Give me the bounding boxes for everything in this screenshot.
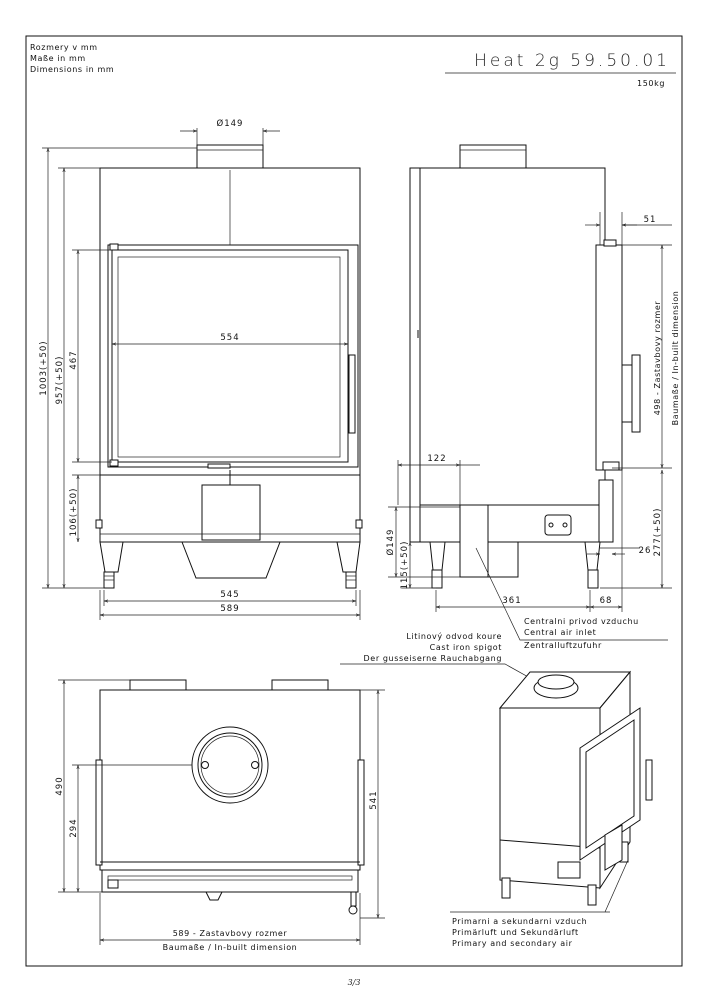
dim-leg-spacing: 361 [502,596,521,606]
front-flue-collar [196,144,264,169]
dim-top-depth: 490 [55,776,65,795]
air-inlet-en: Central air inlet [524,628,596,637]
side-leg-front [584,541,601,571]
drawing-frame [25,35,683,967]
dim-top-built-in-en: Baumaße / In-built dimension [163,943,298,952]
front-leg-left [99,541,124,573]
side-door [595,244,623,471]
top-view [95,679,365,915]
top-door-edge [101,869,359,893]
isometric-view [450,670,653,913]
top-dimensions: 490 294 541 589 - Zastavbovy rozmer Baum… [55,679,385,952]
front-air-box [201,484,261,541]
front-door-frame [107,244,359,468]
front-door-handle [348,354,356,434]
primary-air-en: Primary and secondary air [452,939,573,948]
units-line-en: Dimensions in mm [30,65,114,74]
dim-flue-position: 294 [69,818,79,837]
dim-built-in-height-en: Baumaße / In-built dimension [671,291,680,426]
side-dimensions: 51 498 - Zastavbovy rozmer Baumaße / In-… [385,212,680,641]
side-rating-plate [544,514,572,536]
page-number: 3/3 [348,978,361,987]
dim-built-in-height-cz: 498 - Zastavbovy rozmer [653,301,662,416]
spigot-cz: Litinový odvod koure [406,632,502,641]
front-leg-right [336,541,361,573]
front-dimensions: Ø149 1003(+50) 957(+50) 467 106(+50) 554… [39,118,361,620]
dim-top-total-depth: 541 [369,790,379,809]
units-note: Rozmery v mm Maße in mm Dimensions in mm [30,43,114,74]
front-glass [111,249,349,463]
dim-door-depth: 51 [644,215,657,225]
air-inlet-cz: Centralni privod vzduchu [524,617,639,626]
dim-inlet-height: 115(+50) [400,541,410,590]
dim-total-height: 1003(+50) [39,340,49,395]
dim-inlet-diameter: Ø149 [385,529,396,556]
dim-outer-width: 589 [220,604,239,614]
dim-lower-height: 277(+50) [653,508,663,557]
dim-glass-height: 957(+50) [55,356,65,405]
spigot-label: Litinový odvod koure Cast iron spigot De… [340,632,549,689]
model-title: Heat 2g 59.50.01 [474,51,670,71]
side-air-inlet-pipe [459,504,489,578]
dim-door-height: 467 [69,350,79,369]
side-leg-rear [429,541,446,571]
primary-air-de: Primärluft und Sekundärluft [452,928,579,937]
spigot-en: Cast iron spigot [430,643,502,652]
dim-front-overhang: 68 [600,596,613,606]
units-line-cz: Rozmery v mm [30,43,98,52]
dim-inner-width: 545 [220,590,239,600]
side-door-handle [631,354,641,433]
dim-top-built-in-cz: 589 - Zastavbovy rozmer [173,929,288,938]
primary-air-cz: Primarni a sekundarni vzduch [452,917,587,926]
dim-glass-width: 554 [220,333,239,343]
dim-base-height: 106(+50) [69,488,79,537]
side-flue-collar [459,144,527,169]
dim-door-offset: 26 [639,546,652,556]
side-body [411,167,606,543]
dim-flue-diameter: Ø149 [217,118,244,129]
air-inlet-label: Centralni privod vzduchu Central air inl… [524,617,639,650]
dim-inlet-offset: 122 [427,454,446,464]
front-view [95,144,363,589]
primary-air-label: Primarni a sekundarni vzduch Primärluft … [452,917,587,948]
units-line-de: Maße in mm [30,54,86,63]
front-air-inlet-funnel [181,541,281,579]
iso-door-handle [645,759,653,801]
spigot-de: Der gusseiserne Rauchabgang [364,654,502,663]
side-view [409,144,641,589]
air-inlet-de: Zentralluftzufuhr [524,641,602,650]
weight-label: 150kg [637,79,665,88]
